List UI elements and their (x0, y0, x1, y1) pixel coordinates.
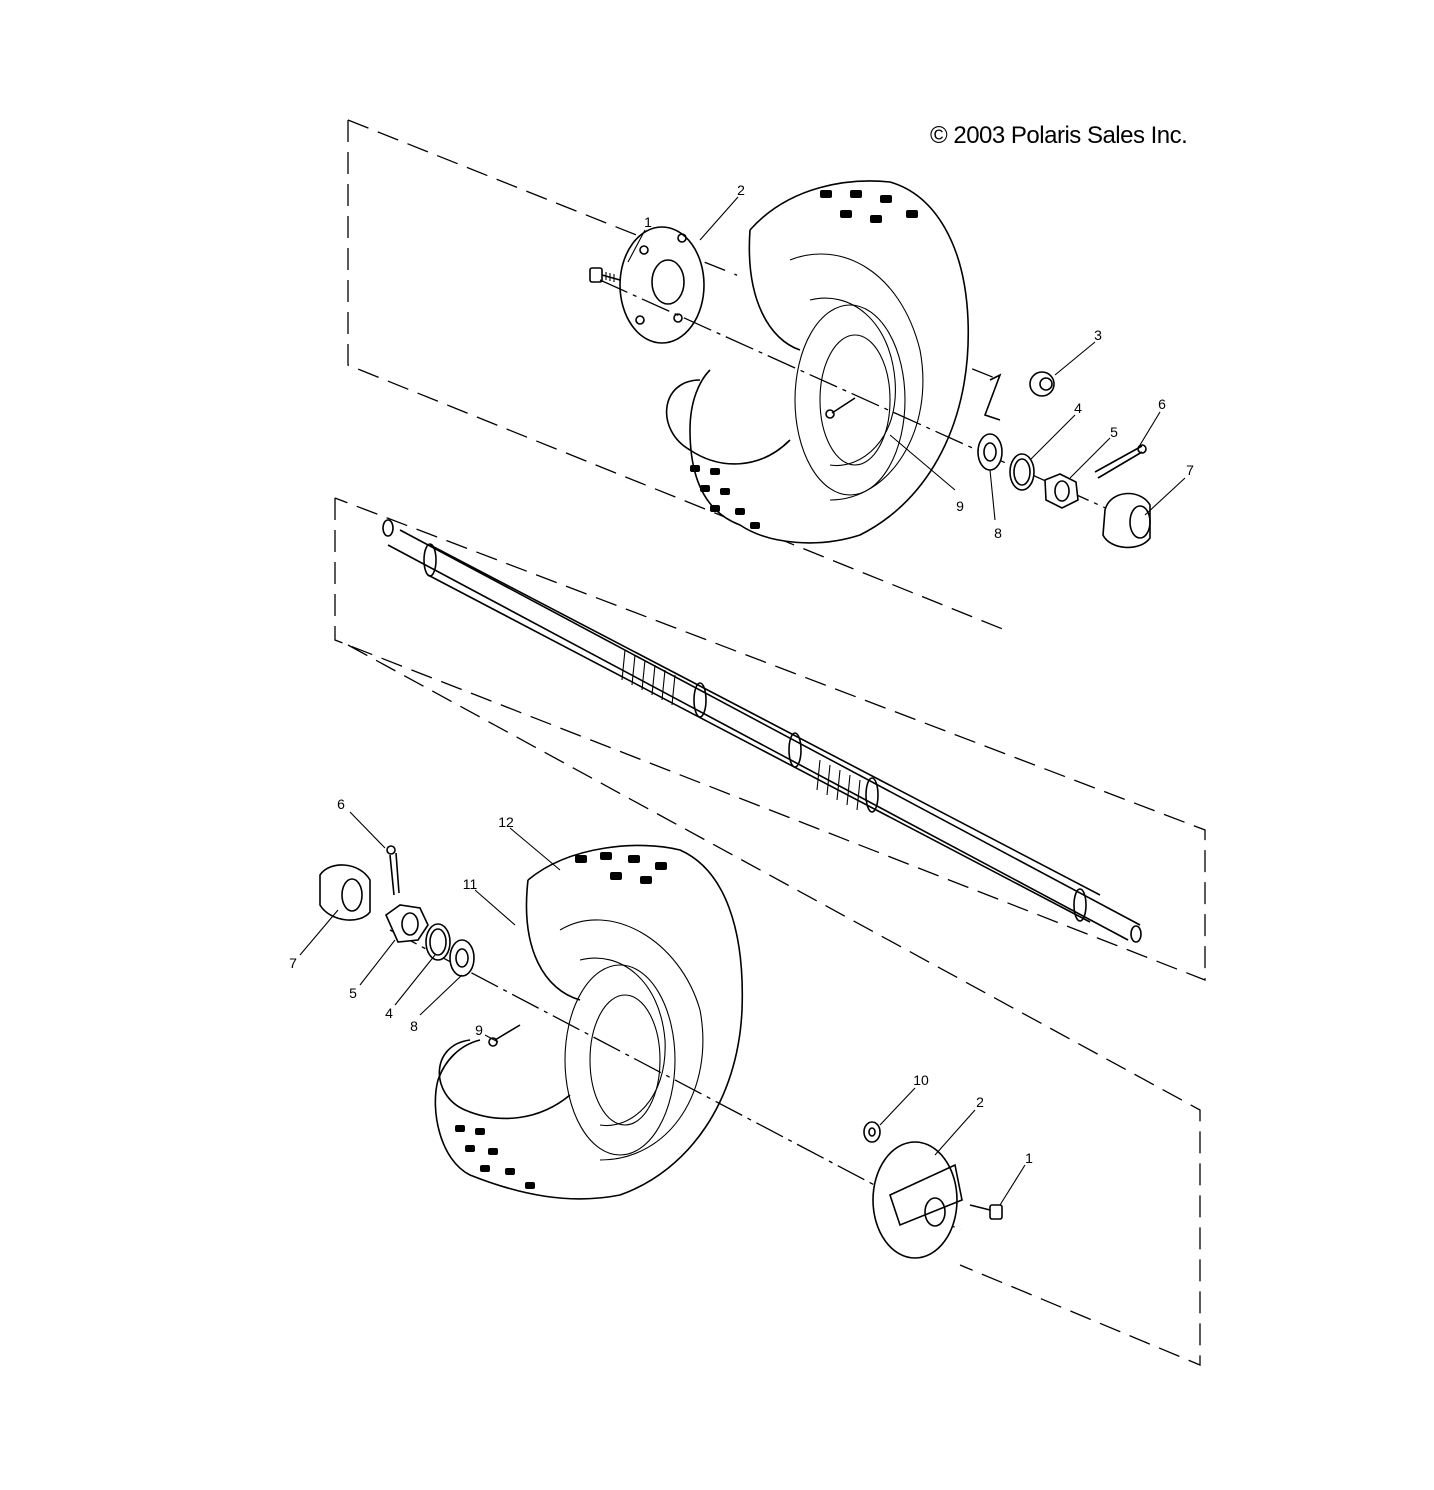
callout-top-5: 5 (1110, 424, 1118, 440)
top-valve-stem (825, 397, 856, 419)
bottom-hub-bolt (969, 1204, 1003, 1220)
bottom-axis-line (389, 929, 961, 1231)
callout-bottom-8: 8 (410, 1018, 418, 1034)
bottom-dust-cap (319, 864, 371, 921)
callout-bottom-6: 6 (337, 796, 345, 812)
callout-top-4: 4 (1074, 400, 1082, 416)
callout-bottom-7: 7 (289, 955, 297, 971)
callout-top-9: 9 (956, 498, 964, 514)
callout-bottom-12: 12 (498, 814, 514, 830)
top-cotter-pin (1094, 444, 1147, 479)
bottom-tire (434, 844, 744, 1200)
callout-bottom-9: 9 (475, 1022, 483, 1038)
callout-top-8: 8 (994, 525, 1002, 541)
top-spacer-ring (1009, 453, 1035, 491)
top-dust-cap (1102, 492, 1151, 549)
callout-bottom-4: 4 (385, 1005, 393, 1021)
top-lug-nut (983, 371, 1055, 421)
top-washer (977, 433, 1003, 471)
callout-bottom-2: 2 (976, 1094, 984, 1110)
callout-bottom-1: 1 (1025, 1150, 1033, 1166)
bottom-hub-flange (872, 1141, 963, 1259)
callout-top-1: 1 (644, 214, 652, 230)
copyright-notice: © 2003 Polaris Sales Inc. (930, 122, 1188, 149)
top-castle-nut (1044, 473, 1079, 509)
bottom-spacer-ring (425, 923, 451, 961)
top-hub-bolt (589, 267, 621, 283)
rear-axle (382, 519, 1142, 943)
bottom-cotter-pin (386, 845, 400, 896)
top-hub-flange (619, 226, 705, 344)
callout-bottom-11: 11 (462, 876, 478, 892)
top-tire (665, 180, 970, 544)
callout-top-7: 7 (1186, 462, 1194, 478)
callout-bottom-5: 5 (349, 985, 357, 1001)
bottom-small-washer (863, 1121, 881, 1143)
callout-top-2: 2 (737, 182, 745, 198)
callout-top-6: 6 (1158, 396, 1166, 412)
callout-top-3: 3 (1094, 327, 1102, 343)
bottom-washer (449, 939, 475, 977)
bottom-castle-nut (385, 904, 429, 943)
callout-bottom-10: 10 (913, 1072, 929, 1088)
lower-assembly-boundary (347, 644, 1201, 1366)
axle-boundary (334, 497, 1206, 981)
leader-lines (299, 196, 1186, 1206)
